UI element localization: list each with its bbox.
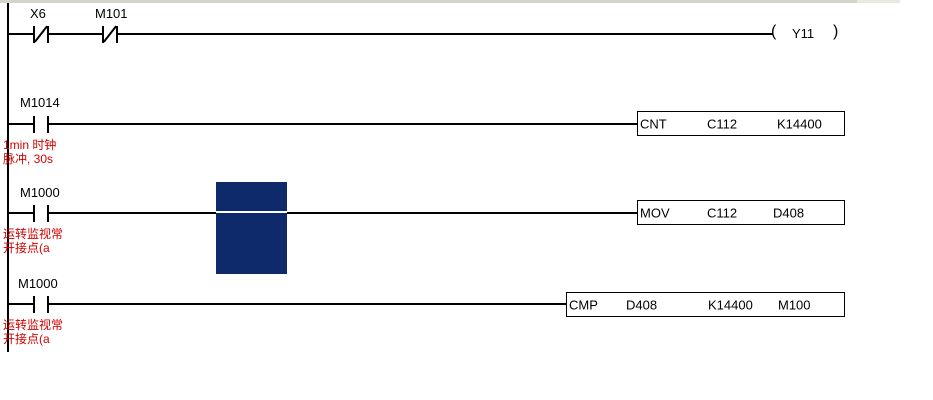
- rung-line: [8, 303, 33, 305]
- rung-line: [49, 212, 637, 214]
- window-border-strip: [0, 0, 857, 3]
- device-label: M1000: [20, 185, 60, 200]
- rung-line: [49, 33, 102, 35]
- contact-m101[interactable]: [102, 25, 118, 43]
- instruction-operand: K14400: [777, 116, 822, 131]
- contact-bar: [47, 296, 49, 313]
- rung-line: [8, 123, 33, 125]
- device-label: M1000: [18, 276, 58, 291]
- instruction-operand: D408: [626, 297, 658, 312]
- coil-open-paren: (: [771, 23, 777, 40]
- contact-bar: [47, 26, 49, 43]
- device-comment: 运转监视常: [3, 318, 64, 332]
- rung-line: [49, 123, 637, 125]
- window-border-strip-light: [857, 0, 900, 3]
- device-comment: 开接点(a: [3, 332, 50, 346]
- contact-m1000-mov[interactable]: [33, 205, 49, 222]
- selection-cursor[interactable]: [216, 182, 287, 274]
- contact-bar: [102, 26, 104, 43]
- instruction-operand: D408: [773, 205, 805, 220]
- instruction-operand: C112: [707, 205, 738, 220]
- device-label: M1014: [20, 95, 60, 110]
- device-label: M101: [95, 6, 128, 21]
- device-comment: 1min 时钟: [3, 138, 57, 152]
- coil-y11[interactable]: ( Y11 ): [770, 22, 845, 44]
- instruction-operand: C112: [707, 116, 738, 131]
- rung-line: [118, 33, 773, 35]
- contact-bar: [33, 296, 35, 313]
- instruction-cmp[interactable]: CMP D408 K14400 M100: [566, 292, 845, 317]
- contact-m1014[interactable]: [33, 116, 49, 133]
- nc-slash-icon: [34, 25, 48, 43]
- device-label: X6: [30, 6, 46, 21]
- instruction-cnt[interactable]: CNT C112 K14400: [637, 111, 845, 136]
- device-comment: 开接点(a: [3, 241, 50, 255]
- instruction-operand: M100: [778, 297, 811, 312]
- rung-line: [8, 212, 33, 214]
- contact-bar: [33, 26, 35, 43]
- device-comment: 脉冲, 30s: [3, 152, 54, 166]
- rung-line: [49, 303, 566, 305]
- left-power-rail: [7, 3, 9, 352]
- nc-slash-icon: [103, 25, 117, 43]
- selection-cursor-line: [216, 211, 287, 213]
- contact-x6[interactable]: [33, 25, 49, 43]
- contact-bar: [47, 116, 49, 133]
- instruction-mov[interactable]: MOV C112 D408: [637, 200, 845, 225]
- contact-bar: [47, 205, 49, 222]
- instruction-opcode: CMP: [569, 297, 598, 312]
- device-comment: 运转监视常: [3, 227, 64, 241]
- instruction-opcode: CNT: [640, 116, 667, 131]
- contact-bar: [33, 116, 35, 133]
- instruction-opcode: MOV: [640, 205, 670, 220]
- contact-m1000-cmp[interactable]: [33, 296, 49, 313]
- instruction-operand: K14400: [708, 297, 753, 312]
- rung-line: [8, 33, 33, 35]
- coil-label: Y11: [792, 26, 815, 41]
- contact-bar: [116, 26, 118, 43]
- coil-close-paren: ): [833, 23, 839, 40]
- contact-bar: [33, 205, 35, 222]
